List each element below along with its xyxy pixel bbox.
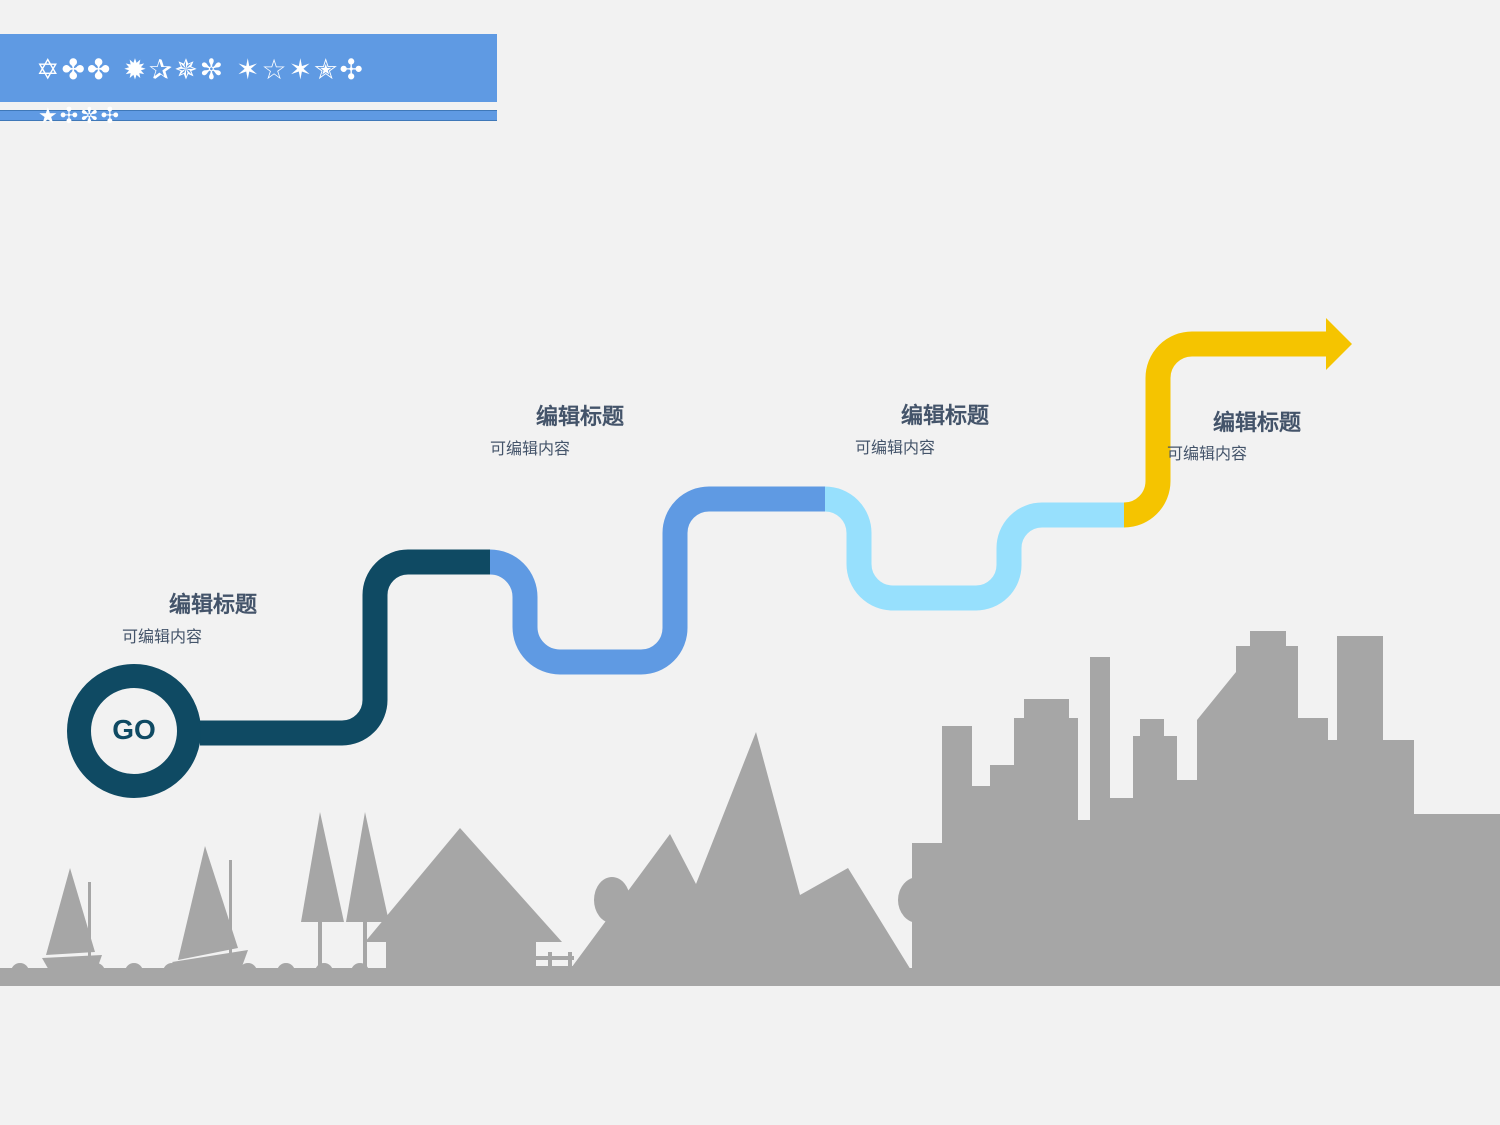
path-segment-blue bbox=[489, 486, 825, 675]
step-3-desc: 可编辑内容 bbox=[855, 438, 936, 457]
path-segment-yellow bbox=[1123, 331, 1328, 528]
path-segment-light bbox=[824, 486, 1124, 611]
go-label: GO bbox=[112, 714, 156, 745]
mountain-icon bbox=[566, 732, 914, 975]
house-icon bbox=[365, 828, 574, 972]
step-1-desc: 可编辑内容 bbox=[122, 627, 203, 646]
step-4-desc: 可编辑内容 bbox=[1167, 444, 1248, 463]
roadmap-path bbox=[200, 331, 1328, 746]
sailboat-icon bbox=[42, 868, 102, 972]
step-1-title: 编辑标题 bbox=[169, 593, 258, 618]
landscape-silhouette bbox=[0, 631, 1500, 986]
arrow-head-icon bbox=[1326, 318, 1352, 370]
step-3-title: 编辑标题 bbox=[901, 404, 990, 429]
header-band bbox=[0, 34, 497, 102]
city-skyline-icon bbox=[898, 631, 1500, 973]
step-2-title: 编辑标题 bbox=[536, 405, 625, 430]
slide-subtitle: ★✣✼✣ bbox=[38, 104, 122, 129]
tree-icon bbox=[346, 812, 389, 970]
slide-title: ✡✤✤ ✹✰✵✼ ✶☆✶✭✣ bbox=[36, 53, 365, 86]
step-4-title: 编辑标题 bbox=[1213, 411, 1302, 436]
step-2-desc: 可编辑内容 bbox=[490, 439, 571, 458]
tree-icon bbox=[301, 812, 344, 970]
header-underline bbox=[0, 110, 497, 121]
path-segment-dark bbox=[200, 549, 490, 746]
sailboat-icon bbox=[172, 846, 248, 972]
go-start-icon bbox=[67, 664, 201, 798]
